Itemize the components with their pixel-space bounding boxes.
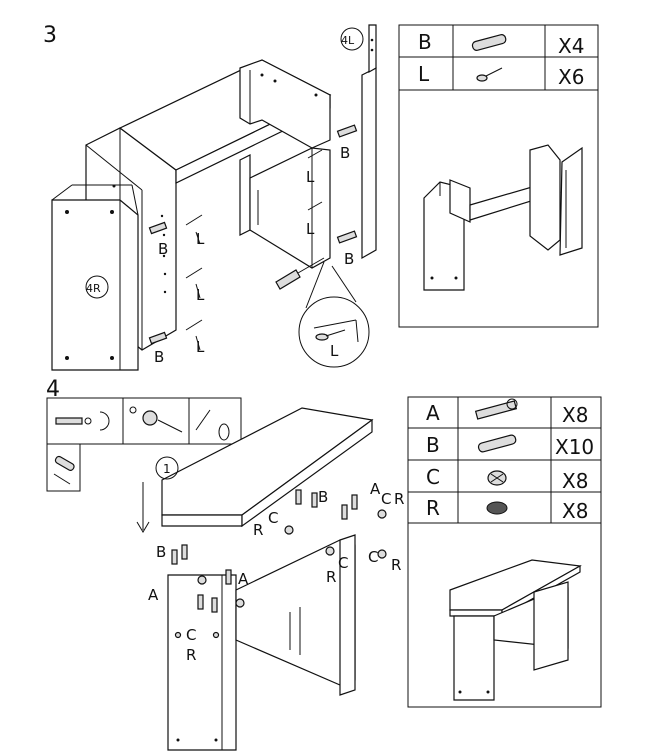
wooden-dowel-icon (471, 34, 507, 51)
step-3-number: 3 (43, 23, 57, 48)
step3-dowel-right-2 (336, 230, 358, 244)
step4-frame-assembly (167, 489, 387, 751)
step4-callout-a-2: A (238, 570, 249, 588)
step4-callout-r-3: R (394, 490, 404, 508)
step3-screw-left-3 (185, 319, 203, 351)
step4-hw-qty-b: X10 (555, 435, 594, 459)
step3-callout-b-4: B (344, 250, 354, 268)
step4-callout-a-1: A (148, 586, 159, 604)
step3-hw-code-b: B (418, 30, 432, 54)
step3-side-panel-4r: 4R (51, 184, 139, 371)
down-arrow-icon (136, 482, 150, 533)
step3-screw-left-1 (185, 214, 203, 245)
step4-callout-a-3: A (370, 480, 381, 498)
step4-hw-code-a: A (426, 401, 440, 425)
step3-screw-right-1 (307, 149, 323, 159)
step4-callout-r-4: R (391, 556, 401, 574)
step3-callout-l-1: L (196, 230, 205, 248)
step4-callout-r-1: R (253, 521, 263, 539)
step3-hardware-panel (398, 24, 599, 328)
step4-hw-code-r: R (426, 496, 440, 520)
step3-screw-left-2 (185, 267, 203, 299)
part-1-label: 1 (163, 462, 171, 476)
step4-callout-c-1: C (268, 509, 278, 527)
step3-dowel-right-1 (336, 124, 358, 138)
step4-tool-instructions (46, 397, 242, 492)
wood-screw-icon (476, 67, 503, 82)
panel-4r-label: 4R (86, 282, 101, 295)
step3-side-panel-4l: 4L (340, 24, 377, 260)
step4-hw-qty-r: X8 (562, 499, 588, 523)
cam-lock-icon (487, 470, 507, 486)
step4-callout-c-4: C (368, 548, 378, 566)
step3-hw-qty-l: X6 (558, 65, 584, 89)
step3-hw-code-l: L (418, 62, 430, 86)
step3-screw-right-2 (307, 201, 323, 211)
step4-assembled-preview (449, 559, 582, 701)
step3-callout-l-2: L (196, 286, 205, 304)
step4-callout-c-5: C (186, 626, 196, 644)
step4-hw-code-c: C (426, 465, 440, 489)
step4-callout-r-2: R (326, 568, 336, 586)
step4-callout-c-3: C (381, 490, 391, 508)
step3-assembled-preview (423, 144, 583, 291)
step-4-number: 4 (46, 377, 60, 402)
step3-callout-b-1: B (158, 240, 168, 258)
step4-callout-c-2: C (338, 554, 348, 572)
step3-screw-detail-magnifier (298, 261, 370, 368)
step4-callout-b-2: B (318, 488, 328, 506)
step4-desk-top: 1 (155, 407, 374, 528)
step3-callout-l-6: L (330, 342, 339, 360)
step4-hw-code-b: B (426, 433, 440, 457)
step4-callout-b-1: B (156, 543, 166, 561)
step3-hw-qty-b: X4 (558, 34, 584, 58)
step3-dowel-left-2 (148, 331, 168, 345)
step4-hw-qty-c: X8 (562, 469, 588, 493)
cover-cap-press-icon (195, 409, 230, 441)
cam-bolt-insert-icon (55, 411, 110, 431)
step3-callout-l-3: L (196, 338, 205, 356)
wooden-dowel-icon (477, 434, 517, 453)
cam-lock-turn-icon (129, 406, 183, 433)
step3-callout-l-4: L (306, 168, 315, 186)
step4-hw-qty-a: X8 (562, 403, 588, 427)
step3-callout-b-3: B (340, 144, 350, 162)
step4-hardware-panel (407, 396, 602, 708)
step4-callout-r-5: R (186, 646, 196, 664)
step3-callout-l-5: L (306, 220, 315, 238)
panel-4l-label: 4L (341, 34, 355, 47)
dowel-insert-icon (53, 455, 75, 485)
cover-cap-icon (486, 501, 508, 515)
step3-callout-b-2: B (154, 348, 164, 366)
step3-dowel-left-1 (148, 221, 168, 235)
screwdriver-icon (275, 257, 325, 290)
cam-bolt-icon (474, 398, 518, 420)
